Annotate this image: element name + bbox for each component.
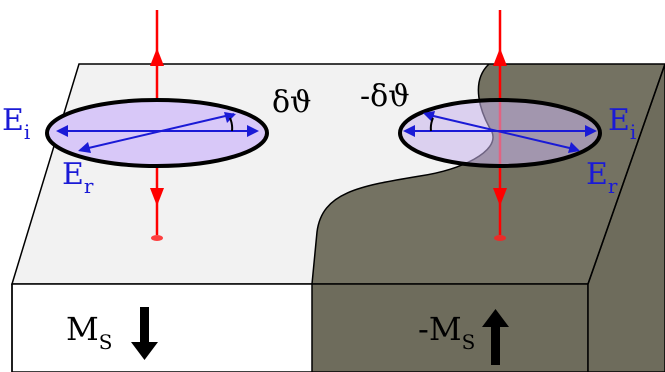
left-rotation-label: δϑ	[272, 85, 312, 120]
right-incident-label: Ei	[608, 103, 636, 144]
arrow-down-icon	[131, 307, 158, 360]
beam-up-arrow	[150, 48, 164, 66]
laser-spot	[151, 235, 163, 241]
beam-down-arrow	[150, 188, 164, 206]
laser-spot	[494, 235, 506, 241]
beam-down-arrow	[493, 188, 507, 206]
right-probe	[398, 10, 602, 241]
right-magnetization-label: -MS	[418, 310, 475, 354]
right-rotation-label: -δϑ	[360, 79, 410, 114]
right-reflected-label: Er	[586, 157, 618, 198]
left-probe	[45, 10, 269, 241]
left-incident-label: Ei	[2, 103, 30, 144]
left-reflected-label: Er	[62, 157, 94, 198]
polarization-ellipse	[398, 98, 602, 168]
arrow-up-icon	[482, 309, 509, 365]
beam-up-arrow	[493, 48, 507, 66]
left-magnetization-label: MS	[66, 310, 112, 354]
